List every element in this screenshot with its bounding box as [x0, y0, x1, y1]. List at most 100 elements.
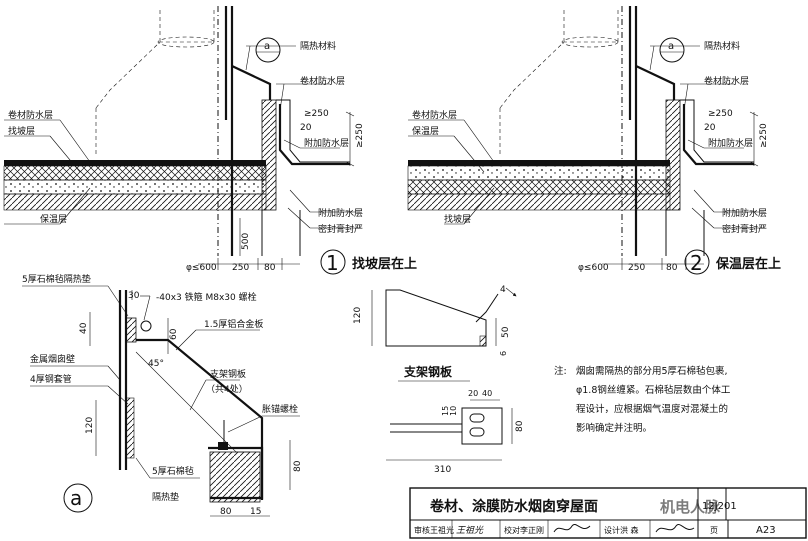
check-label: 校对 [504, 525, 520, 535]
label-sealant: 密封膏封严 [318, 223, 363, 235]
label-insulation-layer: 保温层 [40, 213, 67, 225]
ref-a-circle [659, 37, 685, 63]
page-number: A23 [756, 525, 776, 536]
dim-40: 40 [79, 322, 89, 334]
dim-ge250: ≥250 [304, 109, 329, 119]
detail-1-caption: 找坡层在上 [352, 256, 417, 272]
label-iron-hoop: -40x3 铁箍 M8x30 螺栓 [156, 291, 257, 303]
reviewer: 王祖光 [430, 525, 454, 535]
detail-2-caption: 保温层在上 [715, 256, 781, 272]
slope-layer [407, 179, 671, 195]
dim-4: 4 [500, 285, 506, 295]
label-aluminum-plate: 1.5厚铝合金板 [204, 318, 263, 330]
reviewer-signature: 王祖光 [456, 525, 484, 536]
detail-1-number: 1 [326, 251, 339, 275]
label-expansion-bolt: 胀锚螺栓 [262, 403, 298, 415]
dim-15: 15 [441, 406, 450, 416]
dim-80-vertical: 80 [293, 460, 303, 472]
dim-6: 6 [499, 351, 508, 356]
note-line-3: 程设计，应根据烟气温度对混凝土的 [576, 403, 728, 415]
dim-120: 120 [85, 417, 95, 434]
detail-a: 5厚石棉毡隔热垫 -40x3 铁箍 M8x30 螺栓 金属烟囱壁 4厚钢套管 1… [22, 273, 303, 517]
concrete-slab [3, 193, 267, 211]
note: 注: 烟囱需隔热的部分用5厚石棉毡包裹, φ1.8钢丝缠紧。石棉毡层数由个体工 … [554, 365, 731, 434]
bracket-plate-detail: 120 50 4 6 支架钢板 20 40 15 10 80 310 [353, 285, 525, 475]
note-line-1: 烟囱需隔热的部分用5厚石棉毡包裹, [576, 365, 728, 377]
label-membrane-left: 卷材防水层 [8, 109, 53, 121]
label-insulation-pad: 隔热垫 [152, 491, 179, 503]
dim-80-horizontal: 80 [220, 507, 232, 517]
detail-2-circle [684, 249, 710, 275]
dim-250: 250 [628, 263, 645, 273]
dim-600: φ≤600 [578, 263, 609, 273]
dim-120: 120 [353, 307, 363, 324]
label-slope-layer: 找坡层 [444, 213, 471, 225]
dim-ge250-vertical: ≥250 [759, 123, 769, 148]
label-asbestos-felt: 5厚石棉毡 [152, 465, 194, 477]
label-slope-layer: 找坡层 [8, 125, 35, 137]
membrane-layer [4, 160, 266, 166]
note-line-4: 影响确定并注明。 [576, 422, 652, 434]
label-insulation-layer: 保温层 [412, 125, 439, 137]
ref-a-circle [255, 37, 281, 63]
dim-15: 15 [250, 507, 261, 517]
label-insulation-material: 隔热材料 [704, 40, 740, 52]
dim-10: 10 [449, 406, 458, 416]
dim-80: 80 [515, 420, 525, 432]
dim-310: 310 [434, 465, 451, 475]
dim-250: 250 [232, 263, 249, 273]
detail-2: a 隔热材料 卷材防水层 卷材防水层 保温层 附加防水层 找坡层 附加防水层 密… [407, 6, 781, 275]
dim-80: 80 [264, 263, 276, 273]
dim-ge250-vertical: ≥250 [355, 123, 365, 148]
designer-signature [655, 524, 695, 533]
dim-60: 60 [169, 328, 179, 340]
label-additional-inner: 附加防水层 [304, 137, 349, 149]
label-membrane-top: 卷材防水层 [704, 75, 749, 87]
detail-a-circle [63, 483, 93, 513]
label-sealant: 密封膏封严 [722, 223, 767, 235]
slope-layer [3, 165, 267, 181]
detail-1-circle [320, 249, 346, 275]
label-bracket-count: （共4处） [206, 383, 248, 395]
concrete-slab [407, 193, 671, 211]
note-line-2: φ1.8钢丝缠紧。石棉毡层数由个体工 [576, 384, 731, 396]
dim-80: 80 [666, 263, 678, 273]
review-label: 审核 [414, 525, 430, 535]
page-label: 页 [710, 526, 718, 535]
design-label: 设计 [604, 525, 620, 535]
bracket-title: 支架钢板 [403, 364, 453, 379]
label-membrane-top: 卷材防水层 [300, 75, 345, 87]
insulation-layer [3, 179, 267, 195]
watermark: 机电人脉 [660, 498, 721, 516]
dim-45: 45° [148, 359, 164, 369]
label-additional-outer: 附加防水层 [722, 207, 767, 219]
label-steel-sleeve: 4厚钢套管 [30, 373, 72, 385]
checker-signature [553, 524, 591, 533]
detail-a-marker: a [70, 486, 82, 510]
note-prefix: 注: [554, 365, 567, 377]
dim-40: 40 [482, 389, 492, 398]
dim-500: 500 [241, 233, 251, 250]
label-metal-wall: 金属烟囱壁 [30, 353, 75, 365]
label-asbestos-pad: 5厚石棉毡隔热垫 [22, 273, 91, 285]
title-block: 卷材、涂膜防水烟囱穿屋面 12J201 机电人脉 审核 王祖光 王祖光 校对 李… [409, 487, 807, 539]
label-membrane-left: 卷材防水层 [412, 109, 457, 121]
membrane-layer [408, 160, 670, 166]
detail-1: a 隔热材料 卷材防水层 卷材防水层 找坡层 附加防水层 保温层 附加防水层 密… [3, 6, 417, 275]
dim-30: 30 [128, 291, 140, 301]
insulation-layer [407, 165, 671, 181]
ref-a-label: a [264, 41, 270, 52]
dim-50: 50 [501, 326, 511, 338]
designer: 洪 森 [620, 525, 639, 535]
detail-2-number: 2 [690, 251, 703, 275]
dim-ge250: ≥250 [708, 109, 733, 119]
dim-20: 20 [468, 389, 478, 398]
atlas-number: 12J201 [702, 501, 737, 512]
checker: 李正刚 [520, 525, 544, 535]
label-additional-inner: 附加防水层 [708, 137, 753, 149]
dim-20: 20 [704, 123, 716, 133]
dim-20: 20 [300, 123, 312, 133]
drawing-title: 卷材、涂膜防水烟囱穿屋面 [429, 498, 598, 515]
label-insulation-material: 隔热材料 [300, 40, 336, 52]
